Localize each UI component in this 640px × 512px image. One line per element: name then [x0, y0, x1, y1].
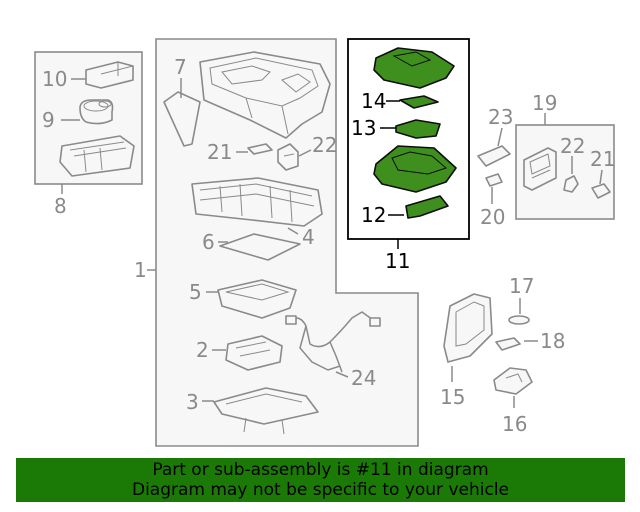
part-11-armrest-lid[interactable]	[373, 47, 455, 89]
part-21-button[interactable]	[591, 183, 611, 199]
callout-3: 3	[186, 390, 199, 414]
part-18-bracket[interactable]	[495, 337, 521, 351]
part-24-wiring-harness[interactable]	[285, 311, 381, 373]
part-22-bracket[interactable]	[277, 143, 299, 171]
part-17-clip[interactable]	[508, 315, 530, 325]
part-9-cup-holder[interactable]	[79, 99, 114, 125]
part-8-tray[interactable]	[59, 135, 135, 177]
callout-23: 23	[488, 105, 513, 129]
callout-22-left: 22	[312, 133, 337, 157]
callout-16: 16	[502, 412, 527, 436]
callout-14: 14	[361, 89, 386, 113]
callout-15: 15	[440, 385, 465, 409]
part-23-trim[interactable]	[477, 145, 511, 167]
callout-5: 5	[189, 280, 202, 304]
part-4-frame[interactable]	[191, 177, 323, 227]
callout-18: 18	[540, 329, 565, 353]
callout-21-right: 21	[590, 147, 615, 171]
part-19-bezel[interactable]	[523, 147, 557, 191]
callout-22-right: 22	[560, 134, 585, 158]
callout-9: 9	[42, 108, 55, 132]
banner-line-1: Part or sub-assembly is #11 in diagram	[152, 460, 489, 480]
callout-10: 10	[42, 67, 67, 91]
callout-7: 7	[174, 55, 187, 79]
callout-4: 4	[302, 225, 315, 249]
part-20-switch[interactable]	[485, 173, 503, 187]
console-housing[interactable]	[199, 51, 331, 139]
callout-21-left: 21	[207, 140, 232, 164]
callout-6: 6	[202, 230, 215, 254]
banner-line-2: Diagram may not be specific to your vehi…	[131, 480, 509, 500]
part-6-mat[interactable]	[219, 233, 301, 261]
part-21-switch[interactable]	[247, 143, 273, 155]
part-15-side-panel[interactable]	[443, 293, 493, 363]
part-10-bezel[interactable]	[85, 61, 134, 89]
part-11-armrest-cushion[interactable]	[373, 145, 457, 193]
part-13-latch[interactable]	[395, 119, 441, 139]
callout-11: 11	[385, 249, 410, 273]
callout-1: 1	[134, 258, 147, 282]
part-14-pad[interactable]	[399, 95, 439, 109]
part-3-base[interactable]	[213, 387, 319, 435]
part-5-bin[interactable]	[217, 279, 297, 319]
callout-24: 24	[351, 366, 376, 390]
info-banner: Part or sub-assembly is #11 in diagram D…	[16, 458, 625, 502]
part-7-trim-panel[interactable]	[163, 91, 201, 147]
callout-19: 19	[532, 91, 557, 115]
callout-8: 8	[54, 194, 67, 218]
callout-12: 12	[361, 203, 386, 227]
callout-20: 20	[480, 205, 505, 229]
callout-17: 17	[509, 274, 534, 298]
part-12-hinge[interactable]	[405, 195, 449, 219]
callout-2: 2	[196, 338, 209, 362]
part-16-housing[interactable]	[493, 367, 533, 395]
part-2-bracket[interactable]	[225, 335, 283, 371]
part-22-knob[interactable]	[563, 175, 579, 193]
callout-13: 13	[351, 116, 376, 140]
